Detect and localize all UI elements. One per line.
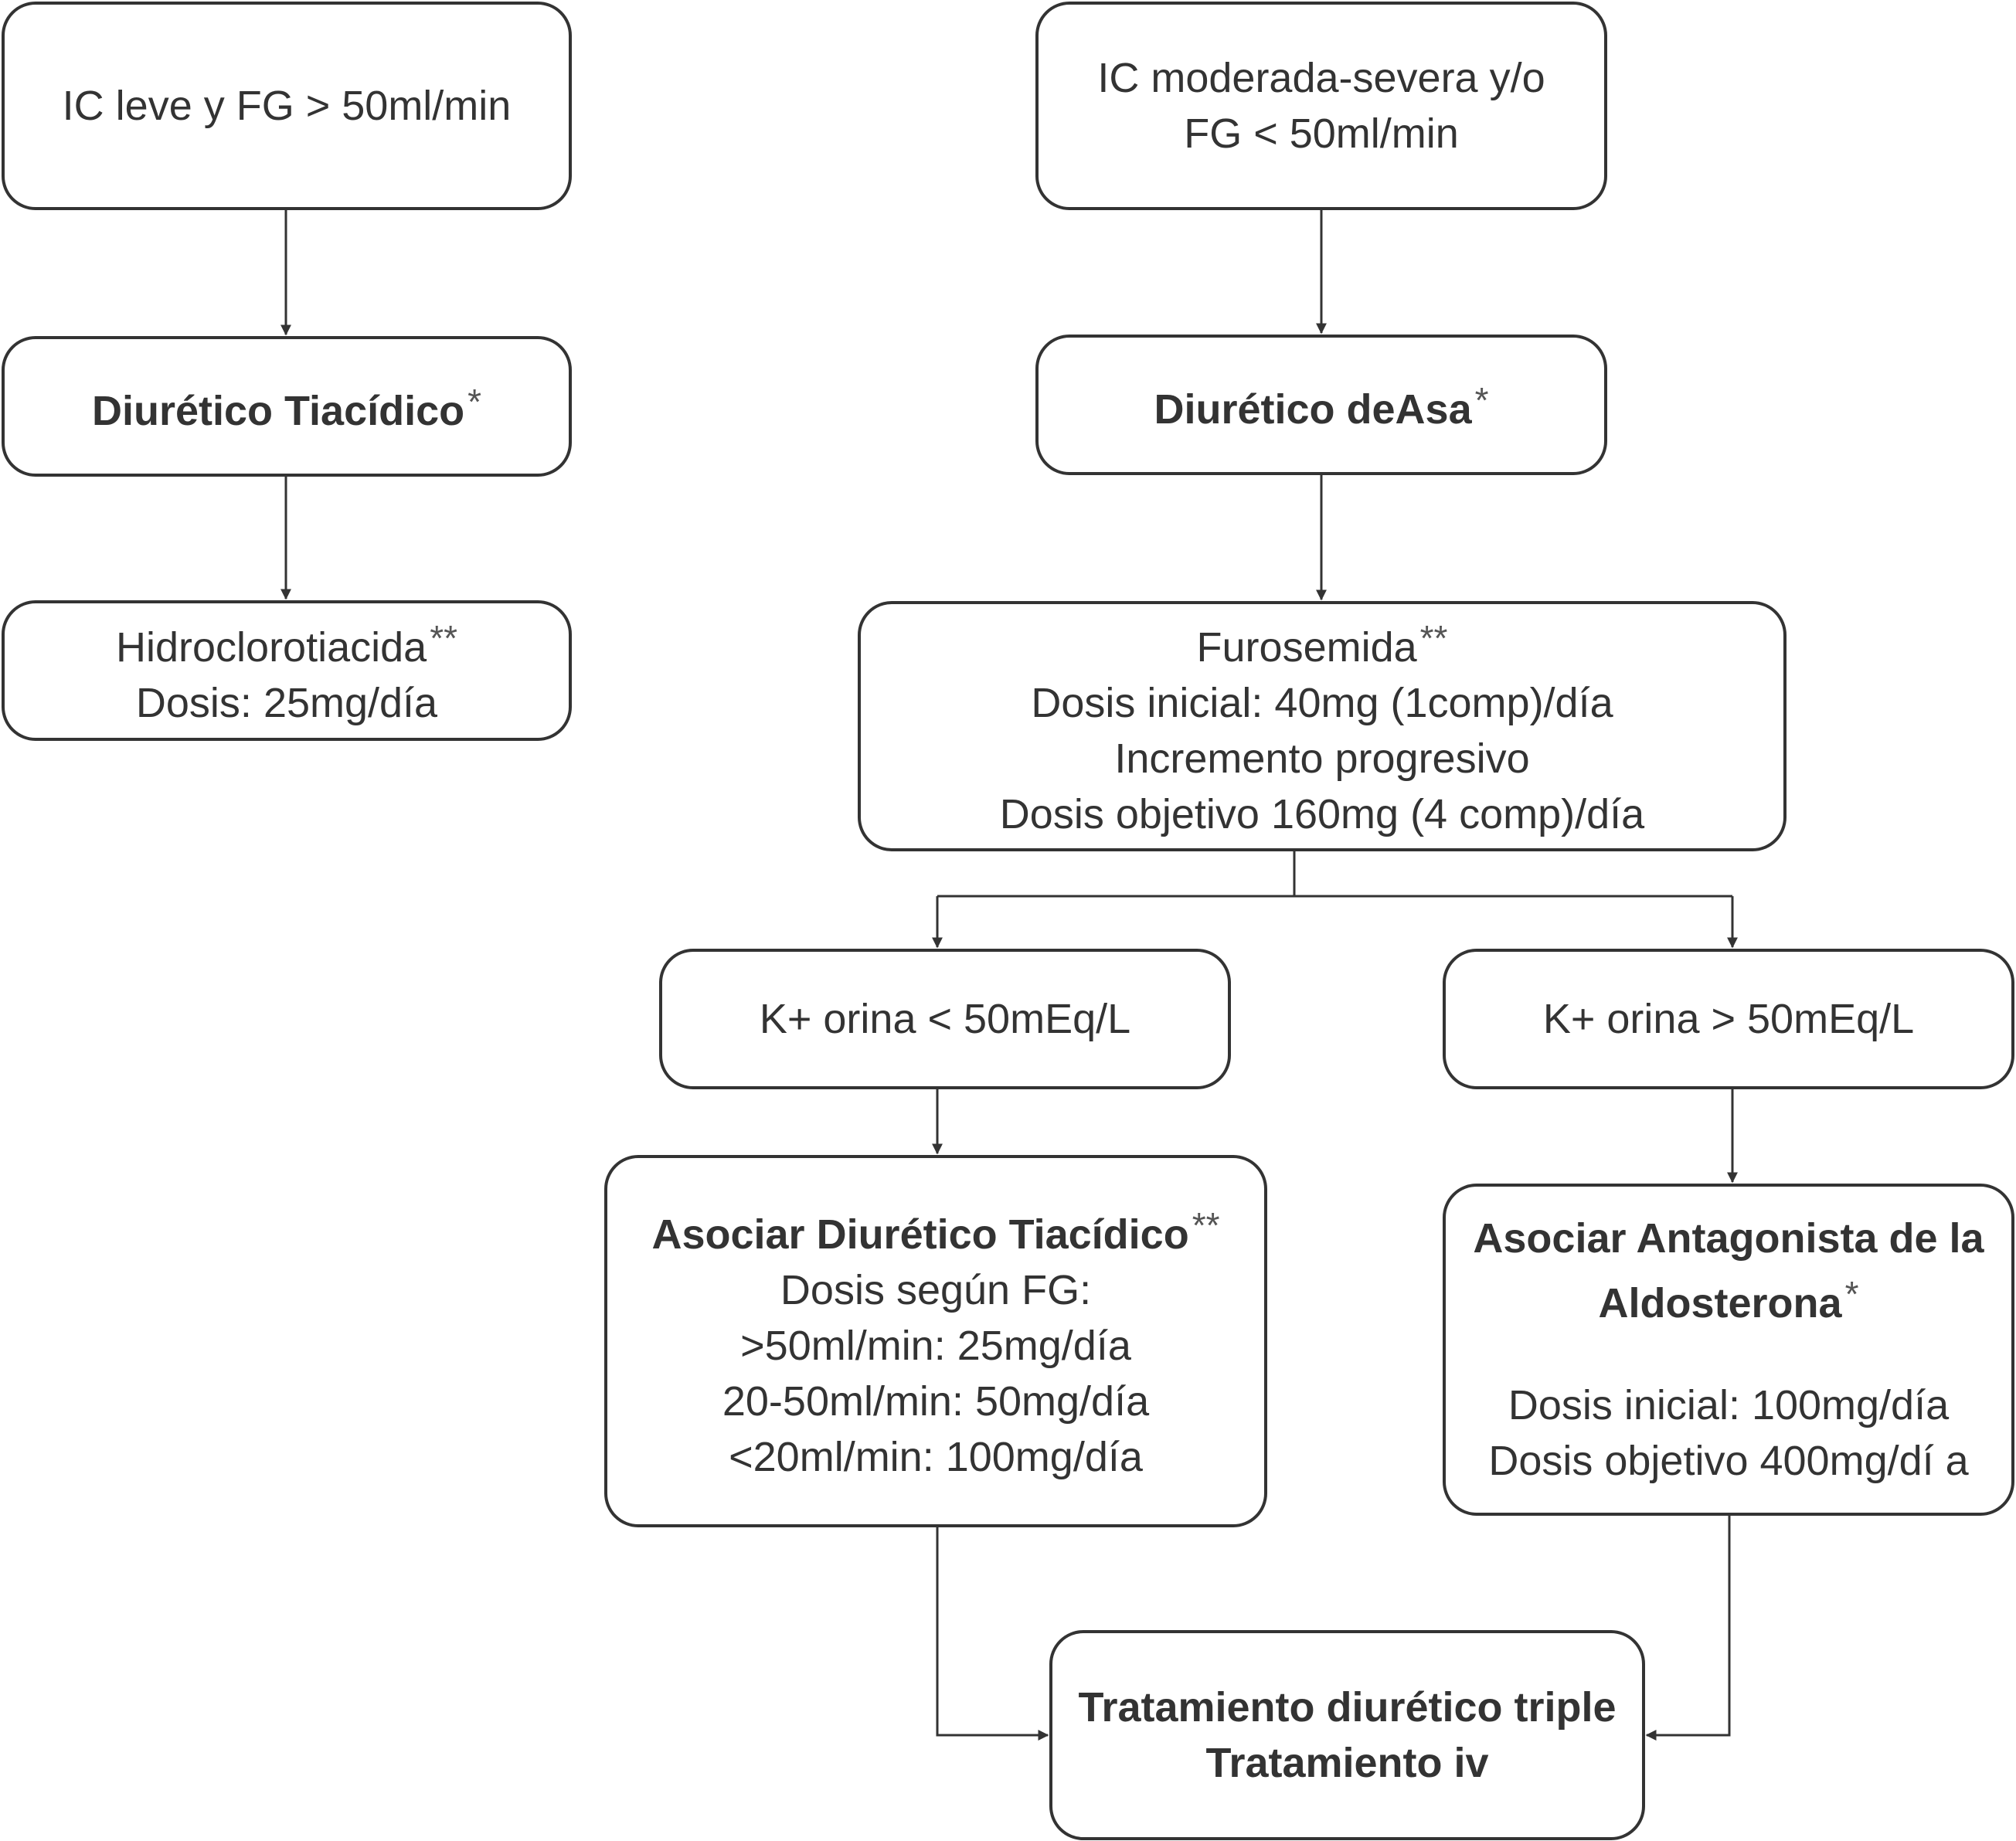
furosemida-line-3: Incremento progresivo (1114, 735, 1530, 782)
ic-moderada-line-1: IC moderada-severa y/o (1097, 55, 1545, 101)
node-tratamiento-triple: Tratamiento diurético triple Tratamiento… (1049, 1630, 1645, 1840)
furosemida-line-2: Dosis inicial: 40mg (1comp)/día (1031, 680, 1613, 726)
hidroclorotiacida-name: Hidroclorotiacida (116, 624, 427, 671)
node-hidroclorotiacida: Hidroclorotiacida** Dosis: 25mg/día (2, 600, 572, 741)
node-diuretico-tiacidico: Diurético Tiacídico* (2, 336, 572, 477)
asociar-tiacidico-line-3: >50ml/min: 25mg/día (740, 1323, 1131, 1369)
hidroclorotiacida-dose: Dosis: 25mg/día (135, 680, 438, 726)
node-k-menor: K+ orina < 50mEq/L (659, 949, 1231, 1089)
asociar-tiacidico-line-5: <20ml/min: 100mg/día (729, 1434, 1143, 1480)
node-asociar-tiacidico: Asociar Diurético Tiacídico** Dosis segú… (604, 1155, 1267, 1527)
asociar-antagonista-line-2: Aldosterona* (1599, 1266, 1859, 1331)
hidroclorotiacida-mark: ** (430, 618, 457, 658)
tratamiento-triple-line-2: Tratamiento iv (1205, 1740, 1489, 1786)
furosemida-mark: ** (1419, 618, 1448, 658)
asociar-tiacidico-line-4: 20-50ml/min: 50mg/día (722, 1378, 1150, 1425)
asociar-antagonista-line-3: Dosis inicial: 100mg/día (1508, 1382, 1950, 1428)
arrow-asociar-tiacidico-to-triple (936, 1527, 1049, 1741)
node-asociar-antagonista: Asociar Antagonista de la Aldosterona* D… (1443, 1184, 2014, 1516)
diuretico-asa-line: Diurético deAsa* (1154, 372, 1488, 437)
node-furosemida: Furosemida** Dosis inicial: 40mg (1comp)… (858, 601, 1787, 851)
ic-moderada-line-2: FG < 50ml/min (1184, 110, 1459, 157)
asociar-tiacidico-mark: ** (1192, 1205, 1220, 1245)
diuretico-asa-title: Diurético deAsa (1154, 386, 1472, 433)
asociar-antagonista-mark: * (1844, 1274, 1859, 1314)
node-ic-leve: IC leve y FG > 50ml/min (2, 2, 572, 210)
asociar-tiacidico-title: Asociar Diurético Tiacídico (651, 1211, 1189, 1258)
asociar-antagonista-title-1: Asociar Antagonista de la (1473, 1215, 1984, 1262)
k-menor-text: K+ orina < 50mEq/L (759, 996, 1131, 1042)
diuretico-tiacidico-mark: * (467, 382, 482, 422)
furosemida-name: Furosemida (1196, 624, 1417, 671)
furosemida-line-1: Furosemida** (1197, 610, 1448, 675)
k-mayor-text: K+ orina > 50mEq/L (1542, 996, 1915, 1042)
asociar-antagonista-line-4: Dosis objetivo 400mg/dí a (1488, 1438, 1969, 1484)
node-diuretico-asa: Diurético deAsa* (1035, 335, 1607, 475)
diuretico-tiacidico-line: Diurético Tiacídico* (92, 374, 481, 439)
asociar-antagonista-title-2: Aldosterona (1598, 1280, 1842, 1326)
asociar-tiacidico-line-1: Asociar Diurético Tiacídico** (651, 1197, 1219, 1262)
furosemida-line-4: Dosis objetivo 160mg (4 comp)/día (999, 791, 1645, 837)
ic-leve-text: IC leve y FG > 50ml/min (62, 83, 512, 129)
tratamiento-triple-line-1: Tratamiento diurético triple (1078, 1684, 1617, 1731)
node-k-mayor: K+ orina > 50mEq/L (1443, 949, 2014, 1089)
node-ic-moderada: IC moderada-severa y/o FG < 50ml/min (1035, 2, 1607, 210)
hidroclorotiacida-line-1: Hidroclorotiacida** (116, 610, 457, 675)
arrow-asociar-antagonista-to-triple (1645, 1516, 1731, 1741)
asociar-tiacidico-line-2: Dosis según FG: (780, 1267, 1092, 1313)
diuretico-tiacidico-title: Diurético Tiacídico (91, 388, 465, 434)
diuretico-asa-mark: * (1474, 380, 1489, 420)
